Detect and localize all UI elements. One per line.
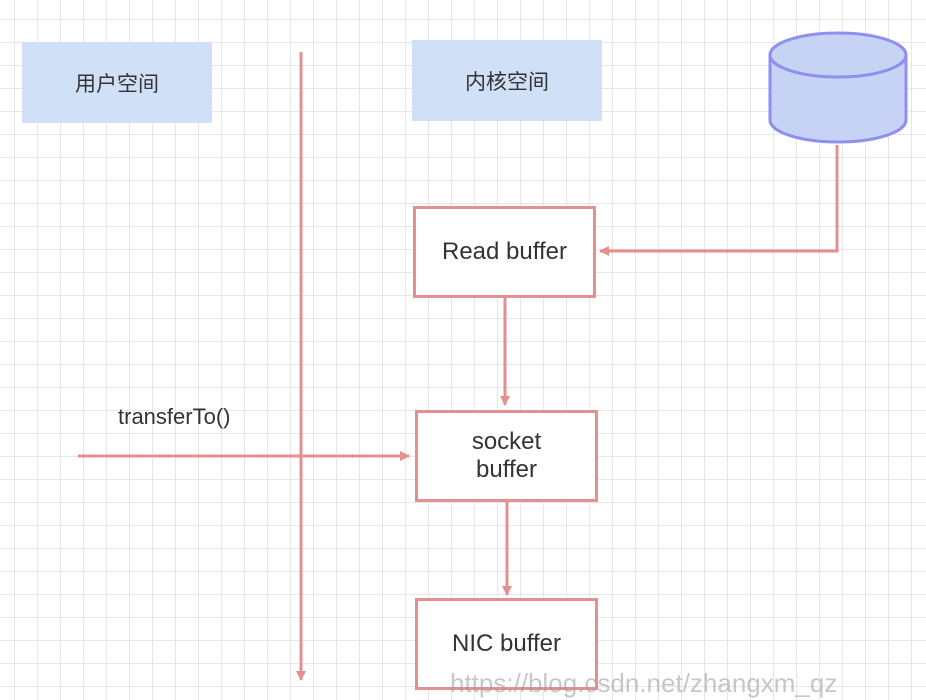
nic-buffer-label: NIC buffer — [452, 630, 561, 657]
nic-buffer-node: NIC buffer — [415, 598, 598, 690]
kernel-space-label: 内核空间 — [412, 40, 602, 121]
socket-buffer-label-line2: buffer — [476, 456, 537, 483]
disk-to-read-buffer-arrow — [599, 145, 839, 256]
disk-icon — [768, 31, 908, 144]
transferto-label: transferTo() — [118, 404, 231, 429]
watermark: https://blog.csdn.net/zhangxm_qz — [450, 668, 838, 698]
user-space-label: 用户空间 — [22, 42, 212, 123]
read-buffer-node: Read buffer — [413, 206, 596, 298]
read-buffer-label: Read buffer — [442, 238, 567, 265]
socket-buffer-node: socket buffer — [415, 410, 598, 502]
socket-buffer-label-line1: socket — [471, 428, 542, 455]
